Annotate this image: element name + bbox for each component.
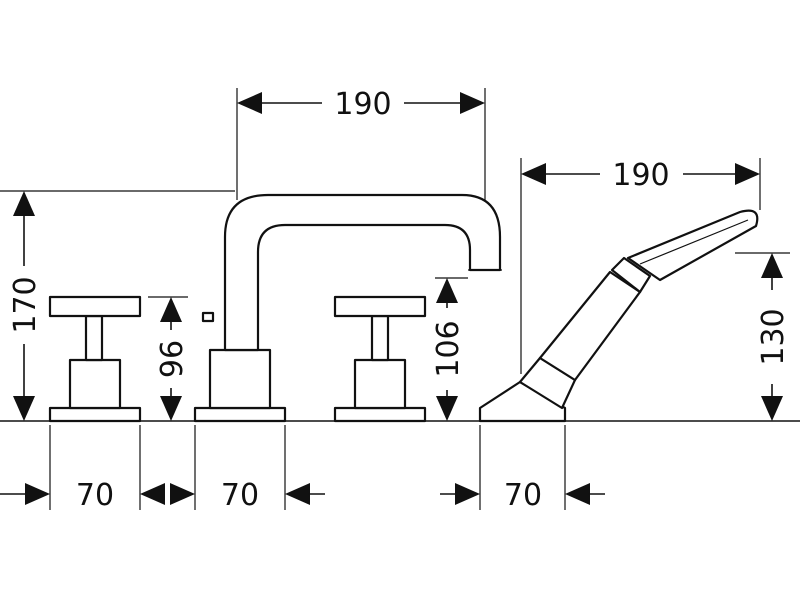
dimension-handshower-height: 130 (756, 253, 791, 421)
left-cross-handle (48, 295, 142, 423)
dimension-handle-height-label: 96 (155, 340, 190, 378)
dimension-spout-width: 190 (237, 87, 485, 122)
dimension-handshower-width: 190 (521, 158, 760, 193)
dimension-spacing-right-label: 70 (504, 478, 542, 513)
dimension-spacing-left: 70 (0, 478, 165, 513)
dimension-spacing-middle-label: 70 (221, 478, 259, 513)
dimension-spout-outlet-height-label: 106 (431, 320, 466, 377)
right-cross-handle (333, 295, 427, 423)
dimension-handshower-height-label: 130 (756, 308, 791, 365)
dimension-spout-width-label: 190 (334, 87, 391, 122)
dimension-overall-height-label: 170 (8, 276, 43, 333)
dimension-spout-outlet-height: 106 (431, 278, 466, 421)
dimension-handshower-width-label: 190 (612, 158, 669, 193)
dimension-overall-height: 170 (8, 191, 43, 421)
dimension-handle-height: 96 (155, 297, 190, 421)
dimension-spacing-middle: 70 (170, 478, 325, 513)
spout (193, 193, 502, 423)
hand-shower (478, 209, 759, 423)
dimension-spacing-right: 70 (440, 478, 605, 513)
dimension-spacing-left-label: 70 (76, 478, 114, 513)
